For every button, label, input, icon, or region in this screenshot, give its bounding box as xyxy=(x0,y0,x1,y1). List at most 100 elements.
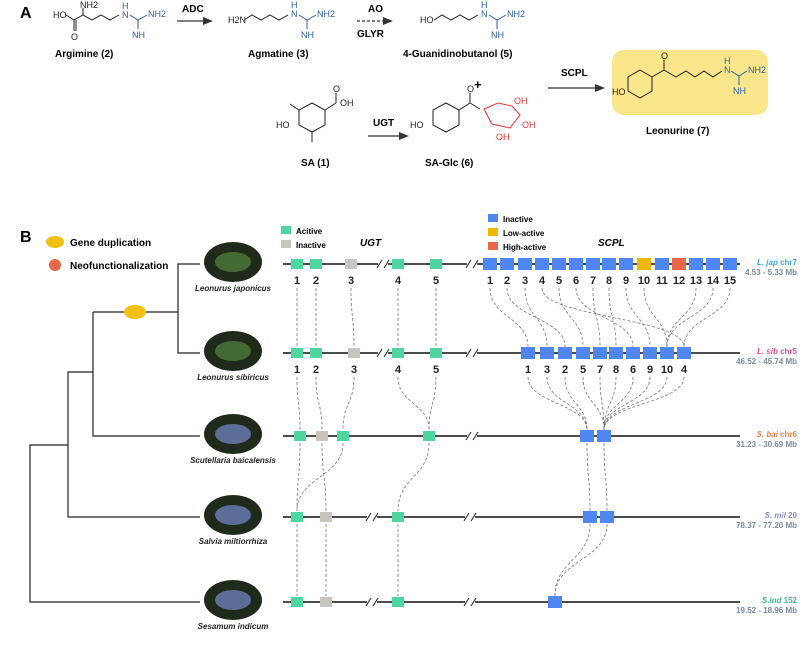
scpl-title: SCPL xyxy=(598,238,625,249)
svg-text:NH2: NH2 xyxy=(507,9,525,19)
synteny-link xyxy=(554,523,591,597)
scpl-gene-label: 7 xyxy=(590,275,596,287)
ugt-gene xyxy=(392,348,404,358)
sa-structure: OH O HO xyxy=(276,84,354,142)
ugt-gene xyxy=(316,431,328,441)
scpl-gene-label: 6 xyxy=(630,364,636,376)
break-mark xyxy=(365,512,372,522)
scpl-gene xyxy=(583,511,597,523)
species-name: Leonurus sibiricus xyxy=(197,373,269,382)
species-name: Leonurus japonicus xyxy=(195,284,272,293)
scpl-gene xyxy=(643,347,657,359)
scpl-gene xyxy=(626,347,640,359)
ugt-gene-label: 2 xyxy=(313,275,319,287)
scpl-gene xyxy=(660,347,674,359)
ugt-enzyme: UGT xyxy=(373,118,394,129)
scpl-gene-label: 13 xyxy=(690,275,702,287)
ugt-gene xyxy=(423,431,435,441)
synteny-link xyxy=(315,376,323,431)
species-name: Scutellaria baicalensis xyxy=(190,456,276,465)
scpl-gene xyxy=(723,258,737,270)
scpl-gene xyxy=(593,347,607,359)
species-photo xyxy=(204,242,262,282)
svg-text:OH: OH xyxy=(522,120,536,130)
synteny-link xyxy=(582,376,605,431)
ugt-gene xyxy=(392,512,404,522)
species-photo xyxy=(204,414,262,454)
ugt-gene xyxy=(320,512,332,522)
ugt-gene-label: 4 xyxy=(395,275,402,287)
leonurine-label: Leonurine (7) xyxy=(646,126,709,137)
ugt-gene xyxy=(291,348,303,358)
scpl-gene xyxy=(655,258,669,270)
ugt-active-legend: Acitive xyxy=(296,227,323,236)
scpl-gene-label: 15 xyxy=(724,275,736,287)
synteny-link xyxy=(554,523,608,597)
svg-text:O: O xyxy=(71,32,78,42)
svg-text:NH2: NH2 xyxy=(80,0,98,10)
scpl-gene xyxy=(706,258,720,270)
chromosome-label: S.ind 152 xyxy=(762,596,798,605)
chromosome-label: S. mil 20 xyxy=(765,511,798,520)
ugt-gene-label: 2 xyxy=(313,364,319,376)
synteny-link xyxy=(666,287,697,348)
scpl-gene xyxy=(619,258,633,270)
scpl-gene xyxy=(580,430,594,442)
scpl-gene-label: 5 xyxy=(556,275,562,287)
synteny-link xyxy=(428,376,437,431)
svg-text:OH: OH xyxy=(514,96,528,106)
guanidinobutanol-structure: HO N H NH2 NH xyxy=(420,0,525,40)
synteny-link xyxy=(558,287,584,348)
ugt-gene-label: 5 xyxy=(433,275,439,287)
chromosome-label: L. jap chr7 xyxy=(757,258,798,267)
ugt-gene xyxy=(291,259,303,269)
svg-text:H: H xyxy=(481,0,488,10)
scpl-high-active-swatch xyxy=(488,242,498,250)
scpl-enzyme: SCPL xyxy=(561,68,588,79)
synteny-link xyxy=(350,287,355,348)
synteny-link xyxy=(397,442,430,512)
scpl-gene xyxy=(576,347,590,359)
svg-text:NH: NH xyxy=(132,30,145,40)
sa-glc-label: SA-Glc (6) xyxy=(425,158,473,169)
ugt-inactive-swatch xyxy=(281,240,291,248)
ugt-gene-label: 1 xyxy=(294,364,300,376)
scpl-gene xyxy=(548,596,562,608)
ugt-gene xyxy=(291,597,303,607)
ugt-inactive-legend: Inactive xyxy=(296,241,326,250)
scpl-gene-label: 8 xyxy=(606,275,612,287)
neofunctionalization-icon xyxy=(49,259,61,271)
synteny-link xyxy=(489,287,529,348)
break-mark xyxy=(365,597,372,607)
scpl-gene-label: 7 xyxy=(597,364,603,376)
svg-text:OH: OH xyxy=(340,98,354,108)
synteny-link xyxy=(643,287,668,348)
scpl-high-active-legend: High-active xyxy=(503,243,547,252)
synteny-link xyxy=(603,376,617,431)
ugt-gene xyxy=(345,259,357,269)
scpl-gene-label: 14 xyxy=(707,275,720,287)
species-name: Salvia miltiorrhiza xyxy=(199,537,268,546)
synteny-link xyxy=(666,287,714,348)
ugt-gene-label: 3 xyxy=(348,275,354,287)
scpl-gene xyxy=(637,258,651,270)
adc-enzyme: ADC xyxy=(182,4,204,15)
break-mark xyxy=(465,259,472,269)
scpl-inactive-swatch xyxy=(488,214,498,222)
svg-text:NH2: NH2 xyxy=(317,9,335,19)
synteny-link xyxy=(625,287,651,348)
svg-text:NH: NH xyxy=(733,86,746,96)
scpl-gene-label: 5 xyxy=(580,364,586,376)
arginine-structure: HO O NH2 N H NH2 NH xyxy=(53,0,166,42)
ugt-title: UGT xyxy=(360,238,382,249)
svg-text:OH: OH xyxy=(496,132,510,142)
agmatine-structure: H2N N H NH2 NH xyxy=(228,0,335,40)
scpl-gene xyxy=(540,347,554,359)
synteny-link xyxy=(603,376,651,431)
synteny-link xyxy=(296,442,344,512)
synteny-link xyxy=(603,376,668,431)
scpl-gene-label: 2 xyxy=(562,364,568,376)
